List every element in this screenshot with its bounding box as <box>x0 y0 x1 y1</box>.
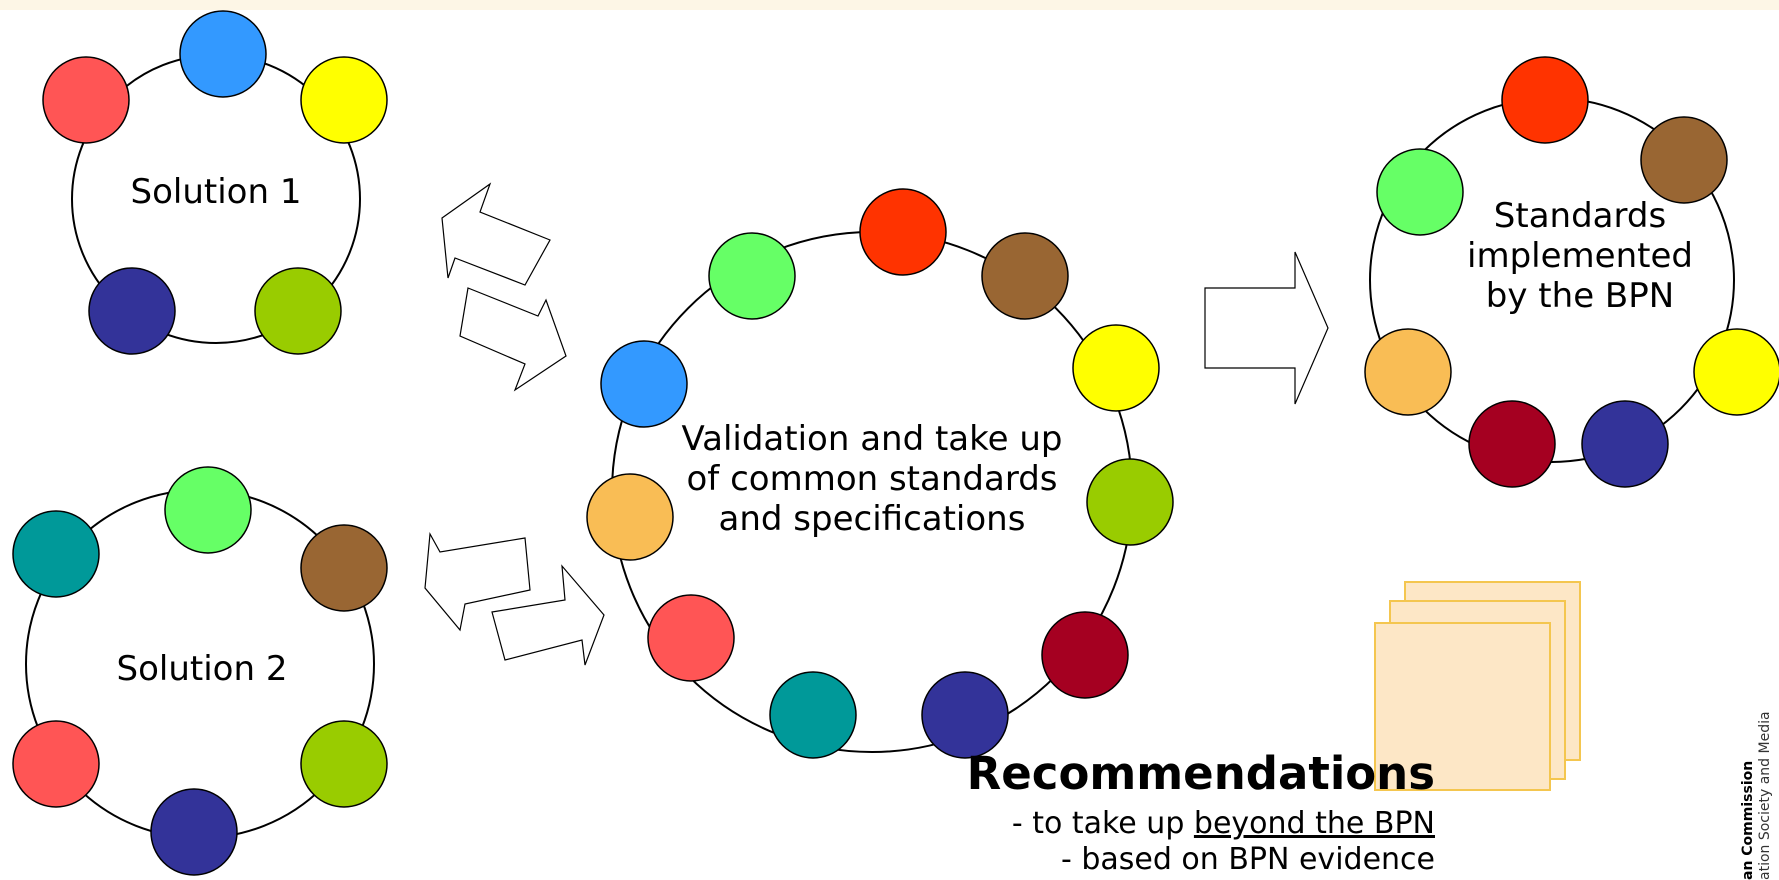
node-circle <box>164 466 252 554</box>
node-circle <box>600 340 688 428</box>
node-circle <box>708 232 796 320</box>
node-circle <box>1072 324 1160 412</box>
standards-label: Standards implemented by the BPN <box>1467 196 1693 316</box>
node-circle <box>42 56 130 144</box>
recommendation-line-1-prefix: - to take up <box>1011 806 1194 841</box>
solution-1-label: Solution 1 <box>130 172 302 212</box>
node-circle <box>647 594 735 682</box>
node-circle <box>88 267 176 355</box>
arrow-right-icon <box>1204 251 1329 405</box>
solution-1-network <box>42 10 388 355</box>
document-stack-icon <box>1374 581 1581 791</box>
standards-network <box>1364 56 1779 488</box>
arrow-right-icon <box>459 287 567 392</box>
node-circle <box>921 671 1009 759</box>
bidirectional-arrow-upper <box>441 182 567 392</box>
node-circle <box>981 232 1069 320</box>
node-circle <box>1640 116 1728 204</box>
node-circle <box>769 671 857 759</box>
footer-org-subtitle: ation Society and Media <box>1757 711 1773 880</box>
recommendation-line-1: - to take up beyond the BPN <box>1012 807 1435 841</box>
arrow-right-icon <box>491 564 605 666</box>
node-circle <box>1693 328 1779 416</box>
vertical-footer: an Commission ation Society and Media <box>1740 670 1779 880</box>
top-band <box>0 0 1779 10</box>
node-circle <box>586 473 674 561</box>
arrow-left-icon <box>441 182 551 286</box>
footer-org-name: an Commission <box>1740 760 1756 880</box>
bidirectional-arrow-lower <box>424 532 605 666</box>
node-circle <box>1376 148 1464 236</box>
node-circle <box>300 56 388 144</box>
node-circle <box>150 788 238 876</box>
node-circle <box>179 10 267 98</box>
node-circle <box>1086 458 1174 546</box>
node-circle <box>254 267 342 355</box>
node-circle <box>1364 328 1452 416</box>
node-circle <box>300 524 388 612</box>
node-circle <box>1468 400 1556 488</box>
recommendation-line-1-underlined: beyond the BPN <box>1193 806 1435 841</box>
recommendation-line-2: - based on BPN evidence <box>1060 842 1435 877</box>
node-circle <box>300 720 388 808</box>
recommendations-title: Recommendations <box>966 747 1435 800</box>
node-circle <box>859 188 947 276</box>
arrow-left-icon <box>424 532 531 632</box>
node-circle <box>12 720 100 808</box>
solution-2-network <box>12 466 388 876</box>
node-circle <box>1041 611 1129 699</box>
center-label: Validation and take up of common standar… <box>681 419 1063 539</box>
solution-2-label: Solution 2 <box>116 649 288 689</box>
node-circle <box>12 510 100 598</box>
central-network <box>586 188 1174 759</box>
node-circle <box>1581 400 1669 488</box>
node-circle <box>1501 56 1589 144</box>
